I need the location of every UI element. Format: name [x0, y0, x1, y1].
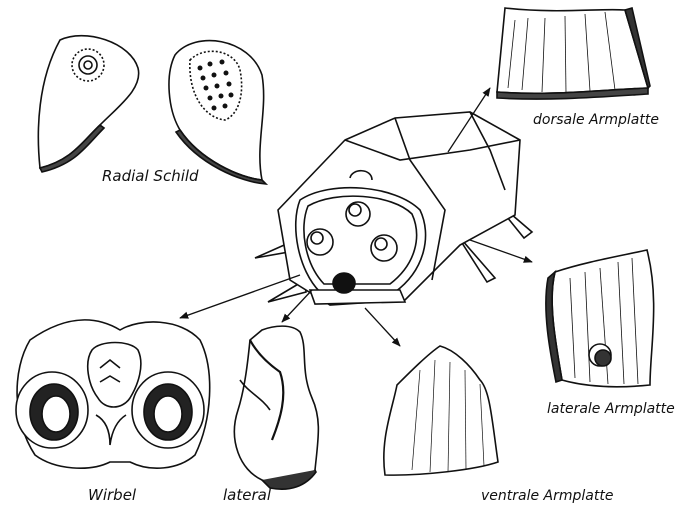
ventral-arm-plate — [384, 346, 498, 475]
vertebra-drawing — [16, 320, 210, 468]
label-dorsal-plate: dorsale Armplatte — [533, 112, 659, 128]
vertebra-lateral-drawing — [234, 326, 318, 489]
radial-shield-left — [38, 36, 138, 172]
label-ventral-plate: ventrale Armplatte — [481, 488, 613, 504]
lateral-arm-plate — [546, 250, 654, 387]
dorsal-arm-plate — [497, 8, 650, 99]
label-lateral-view: lateral — [223, 486, 272, 504]
label-lateral-plate: laterale Armplatte — [547, 401, 675, 417]
label-radial-shield: Radial Schild — [102, 167, 199, 185]
radial-shield-right — [169, 41, 266, 184]
label-vertebra: Wirbel — [88, 486, 137, 504]
